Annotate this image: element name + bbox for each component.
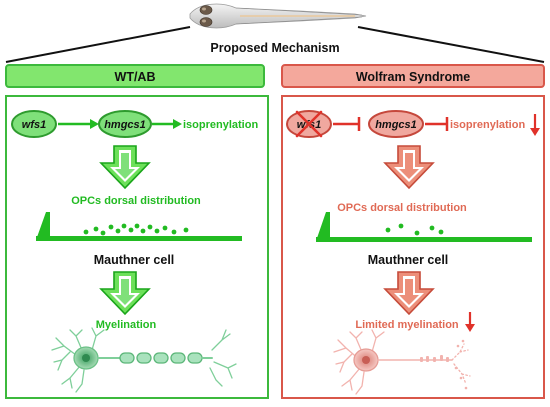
wt-header-box — [5, 64, 265, 88]
ws-isoprenylation-label: isoprenylation — [450, 119, 525, 131]
down-arrow-icon — [465, 312, 475, 332]
page-title: Proposed Mechanism — [210, 41, 339, 55]
wt-flow-arrow-2 — [99, 271, 151, 316]
cross-out-icon — [295, 110, 323, 138]
ws-flow-arrow-2 — [383, 271, 435, 316]
inhibition-bar-icon — [333, 117, 361, 131]
left-spread-line — [5, 26, 191, 63]
wt-wfs1-label: wfs1 — [22, 119, 46, 131]
zebrafish-larva-icon — [189, 3, 367, 29]
ws-header-box — [281, 64, 545, 88]
wt-wfs1-node — [11, 110, 57, 138]
wt-distribution-label: OPCs dorsal distribution — [71, 195, 201, 207]
wt-mauthner-axon — [36, 212, 242, 241]
ws-outcome-label: Limited myelination — [355, 319, 459, 331]
ws-panel: Wolfram Syndrome wfs1 hmgcs1 isoprenylat… — [281, 64, 545, 399]
inhibition-bar-icon — [425, 117, 449, 131]
arrow-right-icon — [152, 119, 182, 129]
wt-outcome-label: Myelination — [96, 319, 157, 331]
ws-flow-arrow-1 — [383, 145, 435, 190]
right-spread-line — [357, 26, 545, 63]
myelin-debris — [420, 339, 468, 390]
wt-mauthner-label: Mauthner cell — [94, 253, 175, 267]
neuron-icon — [333, 329, 471, 395]
down-arrow-icon — [530, 114, 540, 136]
wt-isoprenylation-label: isoprenylation — [183, 119, 258, 131]
wt-body-box — [5, 95, 269, 399]
wt-header-label: WT/AB — [115, 70, 156, 84]
arrow-right-icon — [58, 119, 99, 129]
wt-hmgcs1-label: hmgcs1 — [104, 119, 146, 131]
ws-mauthner-label: Mauthner cell — [368, 253, 449, 267]
ws-hmgcs1-label: hmgcs1 — [375, 119, 417, 131]
ws-hmgcs1-node — [368, 110, 424, 138]
neuron-icon — [51, 327, 237, 393]
ws-mauthner-axon — [316, 212, 532, 242]
wt-hmgcs1-node — [98, 110, 152, 138]
ws-distribution-label: OPCs dorsal distribution — [337, 202, 467, 214]
wt-panel: WT/AB wfs1 hmgcs1 isoprenylation OPCs do… — [5, 64, 269, 399]
wt-flow-arrow-1 — [99, 145, 151, 190]
ws-header-label: Wolfram Syndrome — [356, 70, 470, 84]
ws-body-box — [281, 95, 545, 399]
